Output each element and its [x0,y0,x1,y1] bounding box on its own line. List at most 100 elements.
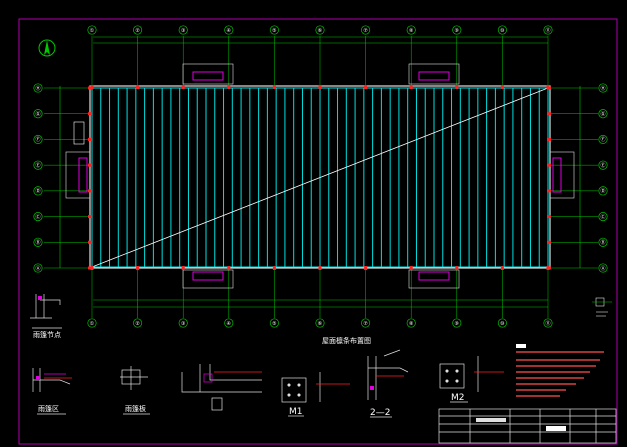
left-axis-bubble [33,212,43,222]
column-marker [88,86,92,90]
top-axis-label: ① [90,28,95,34]
right-axis-bubble [598,134,608,144]
column-marker [88,137,92,141]
column-marker [409,266,413,270]
bottom-axis-label: ③ [181,321,185,327]
door-openings [78,71,562,281]
bottom-axis-label: ④ [227,321,232,327]
top-axis-label: ⑪ [545,27,550,34]
bottom-axis-label: ⑧ [409,321,414,327]
m1-title: M1 [289,407,303,417]
bottom-axis-label: ⑤ [272,321,276,327]
column-marker [88,112,92,116]
top-axis-label: ⑧ [409,28,414,34]
top-axis-label: ⑩ [500,28,505,34]
column-marker [227,85,231,89]
column-marker [88,163,92,167]
column-marker [181,85,185,89]
column-marker [318,85,322,89]
left-axis-label: Ⓔ [35,162,40,169]
bottom-axis-label: ⑩ [500,321,505,327]
column-marker [547,112,551,116]
bottom-axis-bubble [543,318,553,328]
top-axis-bubble [133,25,143,35]
column-marker [136,85,140,89]
column-marker [181,266,185,270]
left-axis-bubble [33,109,43,119]
top-axis-label: ④ [227,28,232,34]
column-marker [136,266,140,270]
detail-d [181,364,262,411]
sheet-frame [18,18,618,445]
legend-detail [592,297,612,317]
column-marker [88,240,92,244]
left-axis-bubble [33,83,43,93]
bottom-axis-label: ⑪ [545,320,550,327]
column-marker [547,266,551,270]
detail-b [32,368,72,392]
column-marker [272,266,276,270]
general-notes [516,351,604,397]
left-axis-label: Ⓐ [35,265,40,272]
detail-c-title: 雨篷板 [125,404,146,413]
right-axis-label: Ⓕ [600,136,605,143]
right-axis-bubble [598,109,608,119]
column-marker [455,266,459,270]
top-axis-bubble [497,25,507,35]
right-axis-bubble [598,212,608,222]
column-marker [455,85,459,89]
bottom-axis-bubble [178,318,188,328]
column-markers [88,85,551,270]
dimension-lines [59,36,581,308]
column-marker [547,137,551,141]
right-axis-bubble [598,83,608,93]
bottom-axis-label: ⑥ [318,321,323,327]
notes-heading-mark [516,344,526,348]
bottom-axis-label: ⑦ [363,321,368,327]
left-axis-bubble [33,237,43,247]
detail-a-title: 雨篷节点 [33,330,61,339]
left-axis-bubble [33,263,43,273]
plan-label: 屋面檩条布置图 [322,336,371,345]
top-axis-bubble [361,25,371,35]
top-axis-label: ⑤ [272,28,276,34]
top-axis-bubble [224,25,234,35]
left-axis-label: Ⓕ [35,136,40,143]
bottom-axis-bubble [497,318,507,328]
title-block [438,408,617,444]
column-marker [409,85,413,89]
column-marker [547,86,551,90]
top-axis-bubble [178,25,188,35]
section-2-2 [367,349,409,400]
column-marker [547,189,551,193]
roof-purlins [91,87,549,268]
right-axis-bubble [598,186,608,196]
right-axis-bubble [598,160,608,170]
bottom-axis-bubble [452,318,462,328]
column-marker [364,266,368,270]
m2-detail [439,356,504,392]
right-axis-bubble [598,263,608,273]
detail-b-title: 雨篷区 [38,404,59,413]
title-block-fill [476,418,506,422]
m1-detail [281,372,350,403]
top-axis-bubble [315,25,325,35]
bottom-axis-bubble [406,318,416,328]
right-axis-label: Ⓓ [600,188,605,195]
top-axis-label: ③ [181,28,185,34]
top-axis-bubble [87,25,97,35]
left-axis-label: Ⓖ [35,111,40,118]
detail-c [120,366,148,390]
column-marker [318,266,322,270]
bottom-axis-bubble [87,318,97,328]
left-axis-label: Ⓗ [35,85,40,92]
right-axis-label: Ⓗ [600,85,605,92]
column-marker [88,215,92,219]
bottom-axis-label: ① [90,321,95,327]
roof-label-box [73,121,85,145]
bottom-axis-bubble [133,318,143,328]
